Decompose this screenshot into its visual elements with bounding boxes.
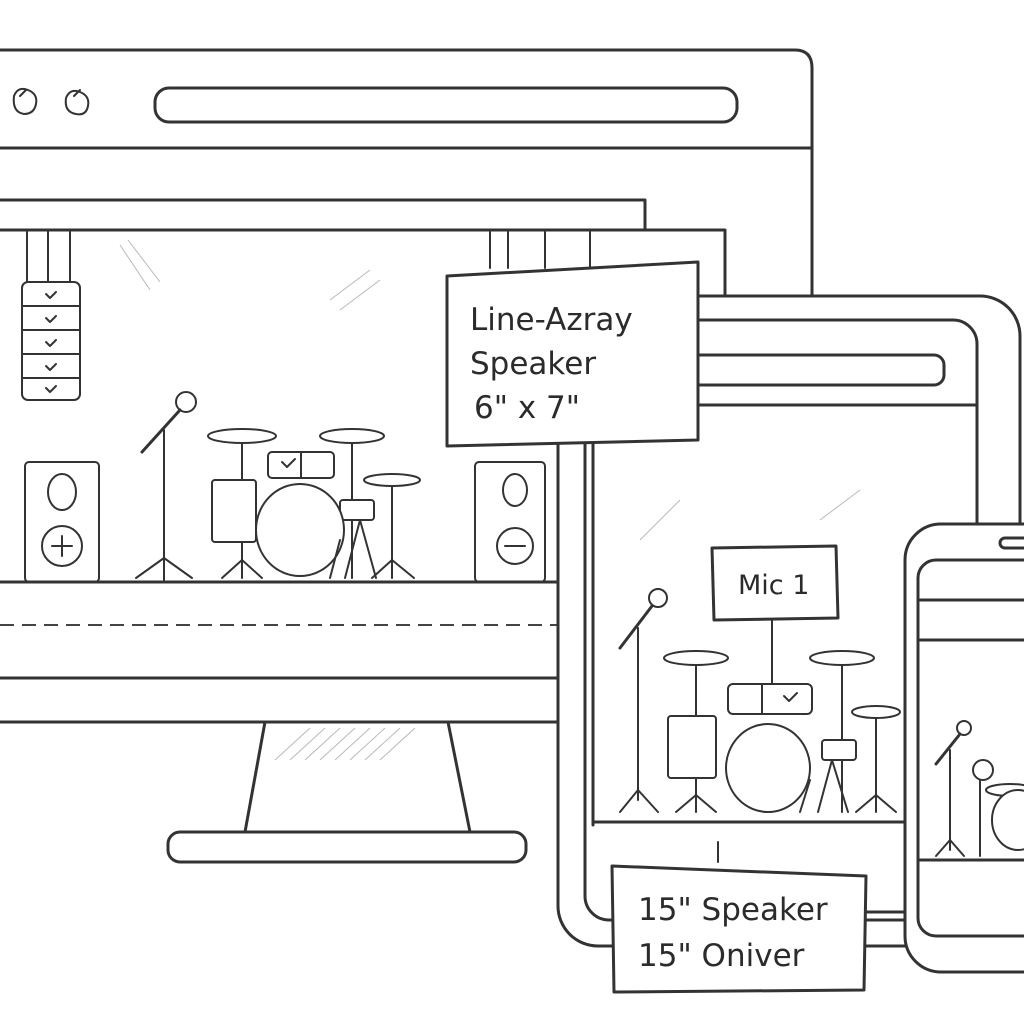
line-array-hanger	[489, 231, 591, 269]
microphone-stand-icon	[934, 720, 972, 857]
drum-kit-icon	[972, 759, 1024, 857]
floor-speaker-icon	[474, 461, 546, 583]
minimize-icon[interactable]	[64, 89, 90, 116]
desktop-stage-scene	[0, 231, 591, 680]
callout-speaker-line-2: 15" Oniver	[638, 938, 805, 974]
close-icon[interactable]	[12, 87, 38, 115]
monitor-stand-base	[166, 830, 528, 864]
phone-screen	[916, 558, 1024, 938]
drum-kit-icon	[207, 428, 421, 579]
callout-mic: Mic 1	[710, 544, 840, 622]
callout-line-array-line-3: 6" x 7"	[474, 390, 580, 426]
phone-speaker-slot	[998, 536, 1024, 550]
microphone-stand-icon	[135, 391, 197, 581]
phone-device	[903, 522, 1024, 974]
callout-line-array-box	[445, 260, 700, 448]
monitor-stand-shading	[274, 727, 416, 761]
phone-frame	[903, 522, 1024, 974]
drum-kit-icon	[663, 650, 901, 813]
line-array-speaker-icon	[21, 231, 81, 401]
monitor-stand-neck	[243, 720, 472, 834]
callout-line-array-line-2: Speaker	[470, 346, 596, 382]
address-bar[interactable]	[153, 86, 739, 124]
callout-speaker-15: 15" Speaker 15" Oniver	[610, 864, 907, 994]
callout-mic-box	[710, 544, 840, 622]
callout-speaker-line-1: 15" Speaker	[638, 892, 828, 928]
content-panel-edge	[0, 228, 727, 298]
floor-speaker-icon	[24, 461, 100, 583]
content-panel-top	[0, 198, 647, 232]
microphone-stand-icon	[618, 588, 668, 813]
callout-line-array-line-1: Line-Azray	[470, 302, 633, 338]
callout-mic-label: Mic 1	[738, 570, 809, 601]
callout-line-array: Line-Azray Speaker 6" x 7"	[445, 260, 700, 448]
callout-speaker-box	[610, 864, 868, 994]
phone-stage-scene	[916, 720, 1024, 862]
